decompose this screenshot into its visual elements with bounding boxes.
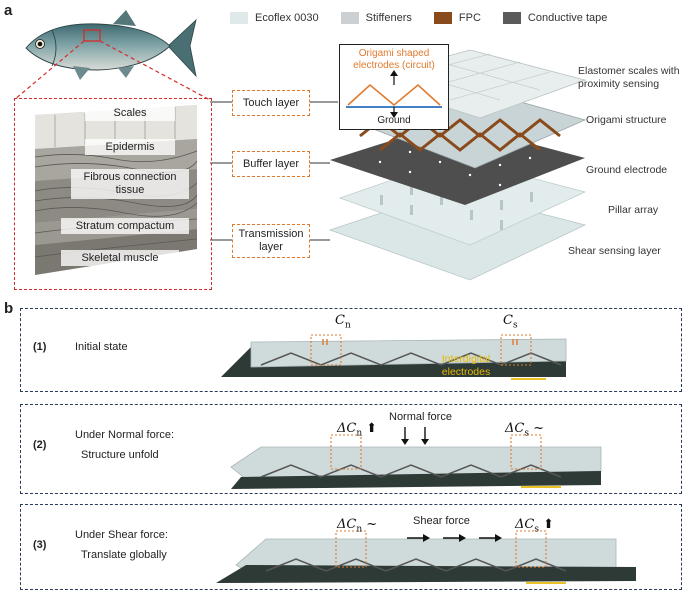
state-1-number: (1) xyxy=(33,341,47,353)
state-3-text-line2: Translate globally xyxy=(81,549,167,561)
state-1-device xyxy=(221,334,567,380)
cs-label: Cs xyxy=(503,313,518,331)
normal-force-arrows xyxy=(401,427,429,445)
legend-label: Stiffeners xyxy=(365,12,412,24)
fish-illustration xyxy=(25,10,197,80)
state-2-text-line2: Structure unfold xyxy=(81,449,159,461)
inset-circuit-box: Origami shaped electrodes (circuit) Grou… xyxy=(339,44,449,130)
legend-swatch xyxy=(433,12,452,24)
legend-swatch xyxy=(340,12,359,24)
legend-label: FPC xyxy=(458,12,481,24)
touch-layer-box: Touch layer xyxy=(232,90,310,116)
zoom-lines xyxy=(13,40,338,241)
legend-item-fpc: FPC xyxy=(433,12,481,24)
legend-swatch xyxy=(230,12,248,24)
state-2-box: (2) Under Normal force: Structure unfold… xyxy=(20,404,682,494)
delta-cs-label: ΔCs ~ xyxy=(505,421,545,439)
tissue-label-fibrous: Fibrous connection tissue xyxy=(71,169,189,199)
shear-force-arrows xyxy=(407,534,502,542)
tissue-label-muscle: Skeletal muscle xyxy=(61,250,179,266)
legend-label: Ecoflex 0030 xyxy=(255,12,319,24)
state-2-device xyxy=(230,434,602,489)
stack-label-origami: Origami structure xyxy=(586,114,667,126)
stack-label-ground: Ground electrode xyxy=(586,164,668,176)
state-3-number: (3) xyxy=(33,539,47,551)
state-2-number: (2) xyxy=(33,439,47,451)
delta-cn-label: ΔCn ⬆ xyxy=(337,421,378,439)
legend-swatch xyxy=(502,12,521,24)
normal-force-label: Normal force xyxy=(389,411,452,423)
inset-ground-label: Ground xyxy=(377,115,411,126)
buffer-layer-box: Buffer layer xyxy=(232,151,310,177)
tissue-label-scales: Scales xyxy=(85,105,175,121)
legend-label: Conductive tape xyxy=(527,12,608,24)
panel-label-a: a xyxy=(4,2,13,19)
transmission-layer-box: Transmission layer xyxy=(232,224,310,258)
tissue-label-stratum: Stratum compactum xyxy=(61,218,189,234)
tissue-zoom-box: Scales Epidermis Fibrous connection tiss… xyxy=(14,98,212,290)
stack-label-shear: Shear sensing layer xyxy=(568,245,661,257)
inset-circuit-drawing xyxy=(346,70,442,118)
inset-title: Origami shaped electrodes (circuit) xyxy=(353,48,435,71)
interdigital-electrodes-label: Interdigital electrodes xyxy=(441,353,491,378)
stack-label-elastomer: Elastomer scales with proximity sensing xyxy=(578,65,680,90)
shear-force-label: Shear force xyxy=(413,515,470,527)
legend: Ecoflex 0030 Stiffeners FPC Conductive t… xyxy=(230,12,607,24)
state-1-text: Initial state xyxy=(75,341,128,353)
panel-label-b: b xyxy=(4,300,14,317)
state-1-box: (1) Initial state Cn Cs Interdigital ele… xyxy=(20,308,682,392)
legend-item-stiffeners: Stiffeners xyxy=(340,12,412,24)
delta-cs-label-3: ΔCs ⬆ xyxy=(515,517,555,535)
state-2-text-line1: Under Normal force: xyxy=(75,429,175,441)
legend-item-ecoflex: Ecoflex 0030 xyxy=(230,12,319,24)
tissue-label-epidermis: Epidermis xyxy=(85,139,175,155)
cn-label: Cn xyxy=(335,313,351,331)
state-3-device xyxy=(216,530,636,584)
state-3-box: (3) Under Shear force: Translate globall… xyxy=(20,504,682,590)
delta-cn-label-3: ΔCn ~ xyxy=(337,517,378,535)
legend-item-conductive-tape: Conductive tape xyxy=(502,12,608,24)
stack-label-pillar: Pillar array xyxy=(608,204,659,216)
state-3-text-line1: Under Shear force: xyxy=(75,529,168,541)
